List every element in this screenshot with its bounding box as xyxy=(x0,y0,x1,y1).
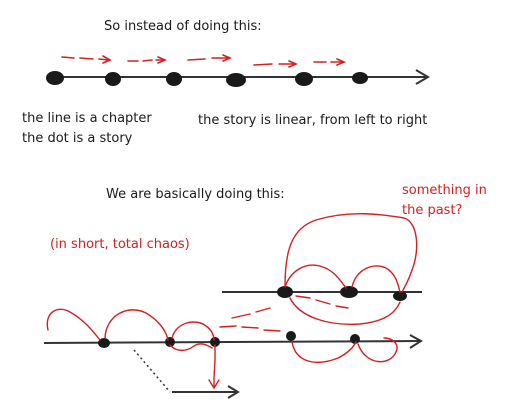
direction-arrows xyxy=(61,54,347,68)
linear-story-dot xyxy=(352,72,368,84)
chaos-story-dot xyxy=(350,334,360,344)
line-meaning-label: the line is a chapter xyxy=(22,111,152,126)
chaos-story-dot xyxy=(393,291,407,301)
linear-timeline xyxy=(46,69,430,87)
red-loop xyxy=(169,343,213,352)
mid-caption: We are basically doing this: xyxy=(106,187,285,202)
red-arrowhead xyxy=(336,58,347,66)
red-dashed-arrow xyxy=(127,59,164,62)
red-loop xyxy=(351,265,401,293)
linear-story-dot xyxy=(226,73,246,87)
chaos-story-dots xyxy=(98,286,407,348)
red-dashed-link xyxy=(231,307,271,319)
red-loop xyxy=(289,297,401,325)
red-arrowhead xyxy=(157,56,168,64)
red-arrowhead xyxy=(288,60,299,68)
top-caption: So instead of doing this: xyxy=(104,19,262,34)
red-loop xyxy=(291,341,357,363)
red-loop xyxy=(284,264,347,289)
chaos-story-dot xyxy=(210,337,220,347)
red-dashed-arrow xyxy=(187,57,229,61)
chaos-story-dot xyxy=(286,331,296,341)
chaos-loops xyxy=(46,213,418,390)
past-question-line2: the past? xyxy=(402,203,463,218)
red-loop xyxy=(46,308,101,341)
dot-meaning-label: the dot is a story xyxy=(22,131,133,146)
red-loop xyxy=(213,344,216,387)
red-dashed-link xyxy=(219,325,281,332)
dotted-connector xyxy=(133,349,171,393)
linear-story-label: the story is linear, from left to right xyxy=(198,113,428,128)
total-chaos-note: (in short, total chaos) xyxy=(50,237,190,252)
linear-arrowhead xyxy=(415,69,430,85)
red-dashed-link xyxy=(295,295,349,309)
branch-arrowhead xyxy=(227,385,240,399)
past-question-line1: something in xyxy=(402,183,487,198)
chaos-story-dot xyxy=(340,286,358,298)
chaos-story-dot xyxy=(98,338,110,348)
chaos-story-dot xyxy=(277,286,293,298)
linear-story-dot xyxy=(166,72,182,86)
linear-story-dot xyxy=(295,72,313,86)
red-loop xyxy=(357,337,398,363)
lower-arrowhead xyxy=(409,334,423,349)
red-arrowhead xyxy=(208,379,220,390)
linear-story-dot xyxy=(46,71,64,85)
linear-story-dot xyxy=(105,72,121,86)
red-loop xyxy=(284,213,418,293)
red-arrowhead xyxy=(222,54,233,62)
red-dashed-arrow xyxy=(253,63,295,66)
red-loop xyxy=(104,309,169,341)
red-dashed-arrow xyxy=(61,56,109,61)
red-loop xyxy=(171,321,215,341)
red-arrowhead xyxy=(102,55,112,64)
